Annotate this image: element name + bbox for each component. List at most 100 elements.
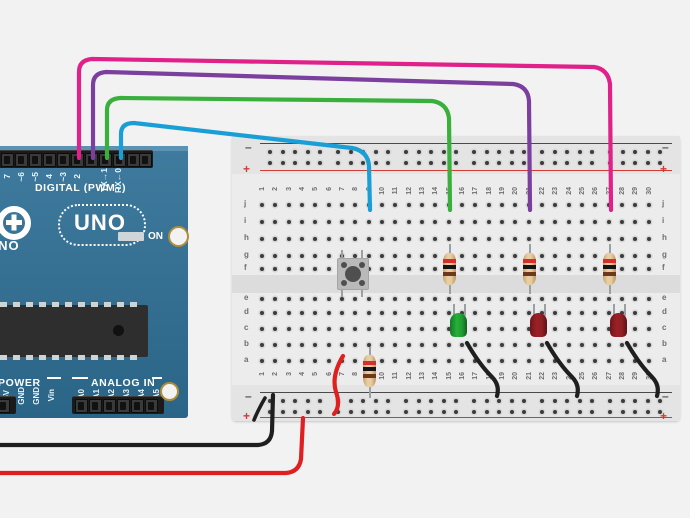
breadboard-hole[interactable]	[353, 254, 358, 258]
breadboard-hole[interactable]	[566, 220, 571, 224]
breadboard-hole[interactable]	[339, 297, 344, 301]
breadboard-hole[interactable]	[593, 297, 598, 301]
breadboard-hole[interactable]	[280, 399, 285, 403]
breadboard-hole[interactable]	[441, 161, 446, 165]
breadboard-hole[interactable]	[459, 267, 464, 271]
breadboard-hole[interactable]	[486, 203, 491, 207]
breadboard-hole[interactable]	[553, 297, 558, 301]
breadboard-hole[interactable]	[326, 297, 331, 301]
breadboard-hole[interactable]	[473, 297, 478, 301]
breadboard-hole[interactable]	[433, 327, 438, 331]
breadboard-hole[interactable]	[473, 203, 478, 207]
breadboard-hole[interactable]	[566, 203, 571, 207]
breadboard-hole[interactable]	[286, 237, 291, 241]
breadboard-hole[interactable]	[484, 410, 489, 414]
breadboard-hole[interactable]	[446, 327, 451, 331]
breadboard-hole[interactable]	[273, 237, 278, 241]
breadboard-hole[interactable]	[484, 399, 489, 403]
breadboard-hole[interactable]	[593, 343, 598, 347]
breadboard-hole[interactable]	[459, 297, 464, 301]
breadboard-hole[interactable]	[646, 203, 651, 207]
breadboard-hole[interactable]	[433, 203, 438, 207]
breadboard-hole[interactable]	[416, 150, 421, 154]
breadboard-hole[interactable]	[619, 254, 624, 258]
breadboard-hole[interactable]	[499, 297, 504, 301]
breadboard-hole[interactable]	[268, 399, 272, 403]
breadboard-hole[interactable]	[566, 267, 571, 271]
breadboard-hole[interactable]	[606, 203, 611, 207]
breadboard-hole[interactable]	[326, 203, 331, 207]
breadboard-hole[interactable]	[497, 399, 501, 403]
breadboard-hole[interactable]	[379, 267, 384, 271]
breadboard-hole[interactable]	[416, 399, 421, 403]
breadboard-hole[interactable]	[393, 343, 398, 347]
breadboard-hole[interactable]	[552, 399, 557, 403]
breadboard-hole[interactable]	[513, 220, 518, 224]
breadboard-hole[interactable]	[386, 150, 390, 154]
breadboard-hole[interactable]	[393, 267, 398, 271]
breadboard-hole[interactable]	[386, 410, 390, 414]
breadboard-hole[interactable]	[553, 343, 558, 347]
breadboard-hole[interactable]	[486, 343, 491, 347]
breadboard-hole[interactable]	[577, 399, 582, 403]
breadboard-hole[interactable]	[633, 399, 637, 403]
breadboard-hole[interactable]	[486, 311, 491, 315]
breadboard-hole[interactable]	[472, 410, 476, 414]
breadboard-hole[interactable]	[526, 297, 531, 301]
breadboard-hole[interactable]	[326, 237, 331, 241]
breadboard-hole[interactable]	[260, 254, 264, 258]
breadboard-hole[interactable]	[539, 203, 544, 207]
breadboard-hole[interactable]	[419, 237, 424, 241]
breadboard-hole[interactable]	[446, 237, 451, 241]
breadboard-hole[interactable]	[579, 237, 584, 241]
breadboard-hole[interactable]	[336, 161, 340, 165]
breadboard-hole[interactable]	[579, 297, 584, 301]
breadboard-hole[interactable]	[577, 410, 582, 414]
breadboard-hole[interactable]	[441, 410, 446, 414]
breadboard-hole[interactable]	[593, 359, 598, 363]
breadboard-hole[interactable]	[484, 150, 489, 154]
breadboard-hole[interactable]	[326, 343, 331, 347]
breadboard-hole[interactable]	[326, 220, 331, 224]
breadboard-hole[interactable]	[313, 220, 318, 224]
breadboard-hole[interactable]	[419, 254, 424, 258]
breadboard-hole[interactable]	[379, 254, 384, 258]
breadboard-hole[interactable]	[499, 254, 504, 258]
breadboard-hole[interactable]	[260, 327, 264, 331]
breadboard-hole[interactable]	[386, 161, 390, 165]
breadboard-hole[interactable]	[268, 150, 272, 154]
breadboard-hole[interactable]	[499, 220, 504, 224]
breadboard-hole[interactable]	[633, 254, 638, 258]
breadboard-hole[interactable]	[473, 311, 478, 315]
breadboard-hole[interactable]	[539, 343, 544, 347]
breadboard-hole[interactable]	[286, 359, 291, 363]
breadboard-hole[interactable]	[566, 297, 571, 301]
breadboard-hole[interactable]	[633, 410, 637, 414]
breadboard-hole[interactable]	[446, 359, 451, 363]
breadboard-hole[interactable]	[273, 343, 278, 347]
breadboard-hole[interactable]	[348, 399, 353, 403]
breadboard-hole[interactable]	[540, 399, 544, 403]
breadboard-hole[interactable]	[473, 327, 478, 331]
pushbutton-cap[interactable]	[345, 266, 361, 282]
breadboard-hole[interactable]	[509, 150, 514, 154]
pushbutton-body[interactable]	[337, 258, 369, 290]
breadboard-hole[interactable]	[633, 203, 638, 207]
breadboard-hole[interactable]	[406, 237, 411, 241]
breadboard-hole[interactable]	[419, 297, 424, 301]
breadboard-hole[interactable]	[454, 399, 458, 403]
breadboard-hole[interactable]	[318, 150, 322, 154]
breadboard-hole[interactable]	[326, 267, 331, 271]
breadboard-hole[interactable]	[593, 220, 598, 224]
breadboard-hole[interactable]	[379, 237, 384, 241]
breadboard-hole[interactable]	[446, 311, 451, 315]
breadboard-hole[interactable]	[406, 311, 411, 315]
breadboard-hole[interactable]	[446, 220, 451, 224]
breadboard-hole[interactable]	[339, 203, 344, 207]
breadboard-hole[interactable]	[273, 311, 278, 315]
breadboard-hole[interactable]	[473, 237, 478, 241]
breadboard-hole[interactable]	[339, 327, 344, 331]
breadboard-hole[interactable]	[326, 311, 331, 315]
breadboard-hole[interactable]	[313, 359, 318, 363]
breadboard-hole[interactable]	[513, 267, 518, 271]
